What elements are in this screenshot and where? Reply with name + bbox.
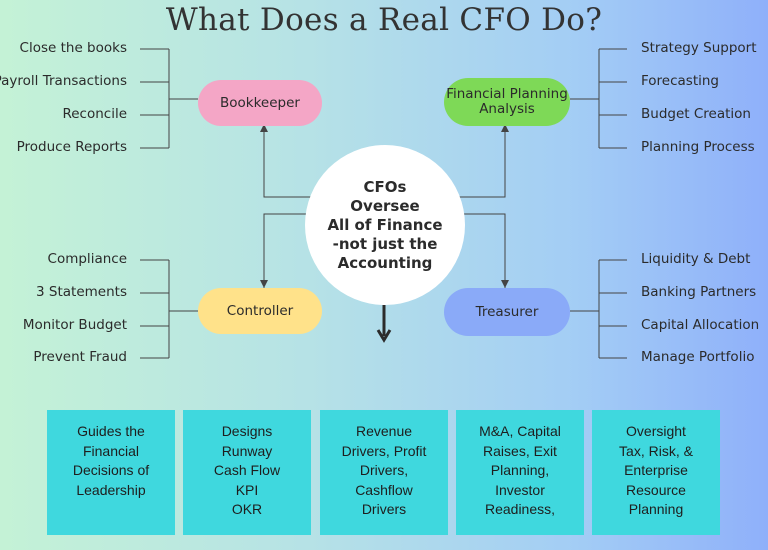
summary-box-4: M&A, Capital Raises, Exit Planning, Inve…: [456, 410, 584, 535]
bookkeeper-node: Bookkeeper: [198, 80, 322, 126]
controller-node: Controller: [198, 288, 322, 334]
fpa-label: Financial Planning Analysis: [446, 86, 568, 117]
summary-box-5-text: Oversight Tax, Risk, & Enterprise Resour…: [619, 423, 693, 517]
center-circle: CFOs Oversee All of Finance -not just th…: [305, 145, 465, 305]
bookkeeper-item-reconcile: Reconcile: [62, 106, 127, 122]
summary-box-1-text: Guides the Financial Decisions of Leader…: [72, 423, 150, 498]
center-text: CFOs Oversee All of Finance -not just th…: [327, 177, 443, 272]
controller-item-statements: 3 Statements: [36, 284, 127, 300]
summary-box-3-text: Revenue Drivers, Profit Drivers, Cashflo…: [341, 423, 427, 517]
treasurer-item-banking: Banking Partners: [641, 284, 757, 300]
fpa-node: Financial Planning Analysis: [444, 78, 570, 126]
treasurer-item-liquidity: Liquidity & Debt: [641, 251, 751, 267]
summary-box-5: Oversight Tax, Risk, & Enterprise Resour…: [592, 410, 720, 535]
bookkeeper-item-payroll: Payroll Transactions: [0, 73, 127, 89]
summary-box-3: Revenue Drivers, Profit Drivers, Cashflo…: [320, 410, 448, 535]
treasurer-item-capital: Capital Allocation: [641, 317, 760, 333]
summary-box-1: Guides the Financial Decisions of Leader…: [47, 410, 175, 535]
fpa-item-planning: Planning Process: [641, 139, 755, 155]
treasurer-label: Treasurer: [475, 303, 539, 320]
controller-label: Controller: [226, 302, 294, 319]
bookkeeper-item-reports: Produce Reports: [16, 139, 127, 155]
bookkeeper-label: Bookkeeper: [220, 94, 300, 111]
controller-item-prevent-fraud: Prevent Fraud: [33, 349, 127, 365]
page-title: What Does a Real CFO Do?: [165, 2, 603, 38]
fpa-item-budget: Budget Creation: [641, 106, 751, 122]
treasurer-item-portfolio: Manage Portfolio: [641, 349, 755, 365]
fpa-item-strategy: Strategy Support: [641, 40, 757, 56]
controller-item-compliance: Compliance: [47, 251, 127, 267]
bookkeeper-item-close-books: Close the books: [19, 40, 127, 56]
fpa-item-forecasting: Forecasting: [641, 73, 720, 89]
summary-box-2: Designs Runway Cash Flow KPI OKR: [183, 410, 311, 535]
controller-item-monitor-budget: Monitor Budget: [22, 317, 127, 333]
treasurer-node: Treasurer: [444, 288, 570, 336]
summary-box-2-text: Designs Runway Cash Flow KPI OKR: [213, 423, 281, 517]
summary-box-4-text: M&A, Capital Raises, Exit Planning, Inve…: [479, 423, 561, 517]
